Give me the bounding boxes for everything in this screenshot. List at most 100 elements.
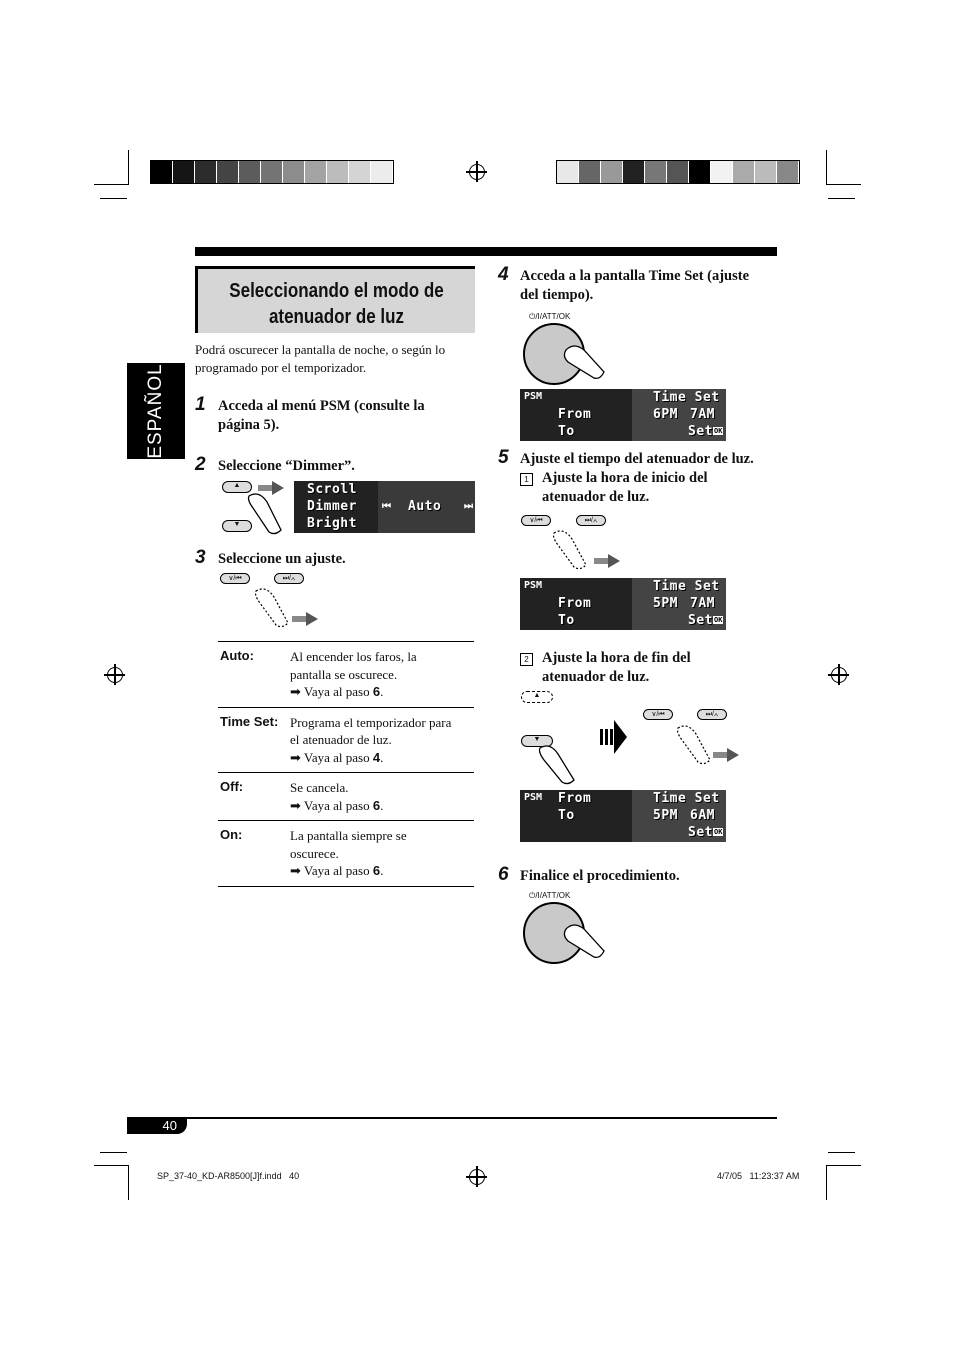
display-line: To bbox=[558, 424, 575, 439]
finger-icon bbox=[552, 530, 587, 570]
option-goto-text: ➡ Vaya al paso bbox=[290, 797, 373, 813]
display-start-time: 5PM bbox=[653, 808, 678, 823]
substep-number: 2 bbox=[520, 653, 533, 666]
page-number: 40 bbox=[162, 1118, 177, 1133]
option-line: Se cancela. bbox=[290, 780, 349, 795]
step-text: Seleccione “Dimmer”. bbox=[218, 458, 355, 474]
display-line: Scroll bbox=[307, 482, 357, 497]
next-button[interactable]: ⏭/∧ bbox=[697, 709, 727, 720]
options-table: Auto: Al encender los faros, la pantalla… bbox=[218, 641, 474, 887]
step-number: 2 bbox=[195, 454, 206, 475]
display-line: To bbox=[558, 808, 575, 823]
step-number: 1 bbox=[195, 394, 206, 415]
option-row: On: La pantalla siempre se oscurece. ➡ V… bbox=[218, 820, 474, 886]
option-goto-step: 4 bbox=[372, 749, 381, 765]
option-description: Al encender los faros, la pantalla se os… bbox=[290, 648, 474, 701]
option-goto-step: 6 bbox=[372, 863, 381, 878]
down-button[interactable]: ▼ bbox=[222, 520, 252, 532]
registration-mark bbox=[104, 664, 125, 685]
up-button[interactable]: ▲ bbox=[222, 481, 252, 493]
prev-button[interactable]: ∨/⏮ bbox=[220, 573, 250, 584]
display-line: Dimmer bbox=[307, 499, 357, 514]
option-row: Off: Se cancela. ➡ Vaya al paso 6. bbox=[218, 772, 474, 820]
crop-mark bbox=[826, 1165, 827, 1200]
display-ok-badge: OK bbox=[713, 427, 724, 435]
step-text-line: Acceda al menú PSM (consulte la bbox=[218, 398, 425, 414]
crop-mark bbox=[128, 1165, 129, 1200]
color-bar-right bbox=[556, 160, 800, 184]
arrow-icon bbox=[292, 612, 318, 626]
footer-date: 4/7/05 11:23:37 AM bbox=[717, 1171, 800, 1181]
time-set-display: PSM From To Time Set 5PM 7AM Set OK bbox=[520, 578, 726, 630]
option-goto: ➡ Vaya al paso 6. bbox=[290, 863, 384, 878]
finger-icon bbox=[676, 725, 711, 765]
option-key: Auto: bbox=[220, 648, 254, 663]
skip-forward-icon: ⏭ bbox=[464, 501, 473, 512]
next-button[interactable]: ⏭/∧ bbox=[274, 573, 304, 584]
crop-mark bbox=[828, 1152, 855, 1153]
step-text-line: del tiempo). bbox=[520, 287, 594, 303]
color-bar-left bbox=[150, 160, 394, 184]
display-set: Set bbox=[688, 825, 713, 840]
step-text: Ajuste el tiempo del atenuador de luz. bbox=[520, 451, 754, 467]
option-goto-text: ➡ Vaya al paso bbox=[290, 863, 373, 878]
display-ok-badge: OK bbox=[713, 616, 724, 624]
display-start-time: 6PM bbox=[653, 407, 678, 422]
finger-icon bbox=[254, 588, 289, 628]
substep-text: Ajuste la hora de fin del atenuador de l… bbox=[542, 649, 782, 687]
crop-mark bbox=[828, 198, 855, 199]
option-goto-step: 6 bbox=[372, 797, 381, 813]
section-title-line: Seleccionando el modo de bbox=[229, 280, 444, 302]
option-line: el atenuador de luz. bbox=[290, 732, 392, 747]
display-ok-badge: OK bbox=[713, 828, 724, 836]
display-label: PSM bbox=[524, 391, 543, 402]
down-button[interactable]: ▼ bbox=[521, 735, 553, 747]
then-arrow-icon bbox=[600, 720, 627, 754]
next-button[interactable]: ⏭/∧ bbox=[576, 515, 606, 526]
display-end-time: 6AM bbox=[690, 808, 715, 823]
substep-number: 1 bbox=[520, 473, 533, 486]
option-row: Auto: Al encender los faros, la pantalla… bbox=[218, 642, 474, 707]
step-text-line: Acceda a la pantalla Time Set (ajuste bbox=[520, 268, 750, 284]
arrow-icon bbox=[258, 481, 284, 495]
intro-text: Podrá oscurecer la pantalla de noche, o … bbox=[195, 342, 446, 375]
dimmer-display: Scroll Dimmer Bright Auto ⏮ ⏭ bbox=[294, 481, 475, 533]
display-value: Auto bbox=[408, 499, 442, 514]
prev-button[interactable]: ∨/⏮ bbox=[521, 515, 551, 526]
display-set: Set bbox=[688, 613, 713, 628]
crop-mark bbox=[128, 150, 129, 185]
arrow-icon bbox=[594, 554, 620, 568]
finger-icon bbox=[563, 924, 605, 959]
side-tab-label: ESPAÑOL bbox=[145, 363, 166, 459]
arrow-icon bbox=[713, 748, 739, 762]
option-description: Programa el temporizador para el atenuad… bbox=[290, 714, 474, 767]
display-title: Time Set bbox=[653, 791, 720, 806]
display-title: Time Set bbox=[653, 579, 720, 594]
option-line: Al encender los faros, la bbox=[290, 649, 417, 664]
option-goto-text: ➡ Vaya al paso bbox=[290, 749, 373, 765]
option-key: On: bbox=[220, 827, 243, 842]
display-line: From bbox=[558, 596, 592, 611]
option-row: Time Set: Programa el temporizador para … bbox=[218, 706, 474, 773]
display-line: Bright bbox=[307, 516, 357, 531]
option-line: La pantalla siempre se bbox=[290, 828, 407, 843]
display-line: From bbox=[558, 407, 592, 422]
finger-icon bbox=[538, 745, 575, 785]
section-title-line: atenuador de luz bbox=[268, 306, 405, 328]
side-language-tab: ESPAÑOL bbox=[127, 363, 185, 459]
up-button-dashed[interactable]: ▲ bbox=[521, 691, 553, 703]
prev-button[interactable]: ∨/⏮ bbox=[643, 709, 673, 720]
step-number: 6 bbox=[498, 864, 509, 885]
crop-mark bbox=[94, 184, 129, 185]
option-description: La pantalla siempre se oscurece. ➡ Vaya … bbox=[290, 827, 474, 880]
option-line: pantalla se oscurece. bbox=[290, 666, 398, 682]
display-end-time: 7AM bbox=[690, 596, 715, 611]
section-title: Seleccionando el modo de atenuador de lu… bbox=[219, 278, 454, 330]
option-goto: ➡ Vaya al paso 6. bbox=[290, 684, 384, 699]
crop-mark bbox=[94, 1165, 129, 1166]
bottom-rule bbox=[127, 1117, 777, 1119]
display-line: To bbox=[558, 613, 575, 628]
registration-mark bbox=[466, 1166, 487, 1187]
crop-mark bbox=[826, 184, 861, 185]
display-start-time: 5PM bbox=[653, 596, 678, 611]
